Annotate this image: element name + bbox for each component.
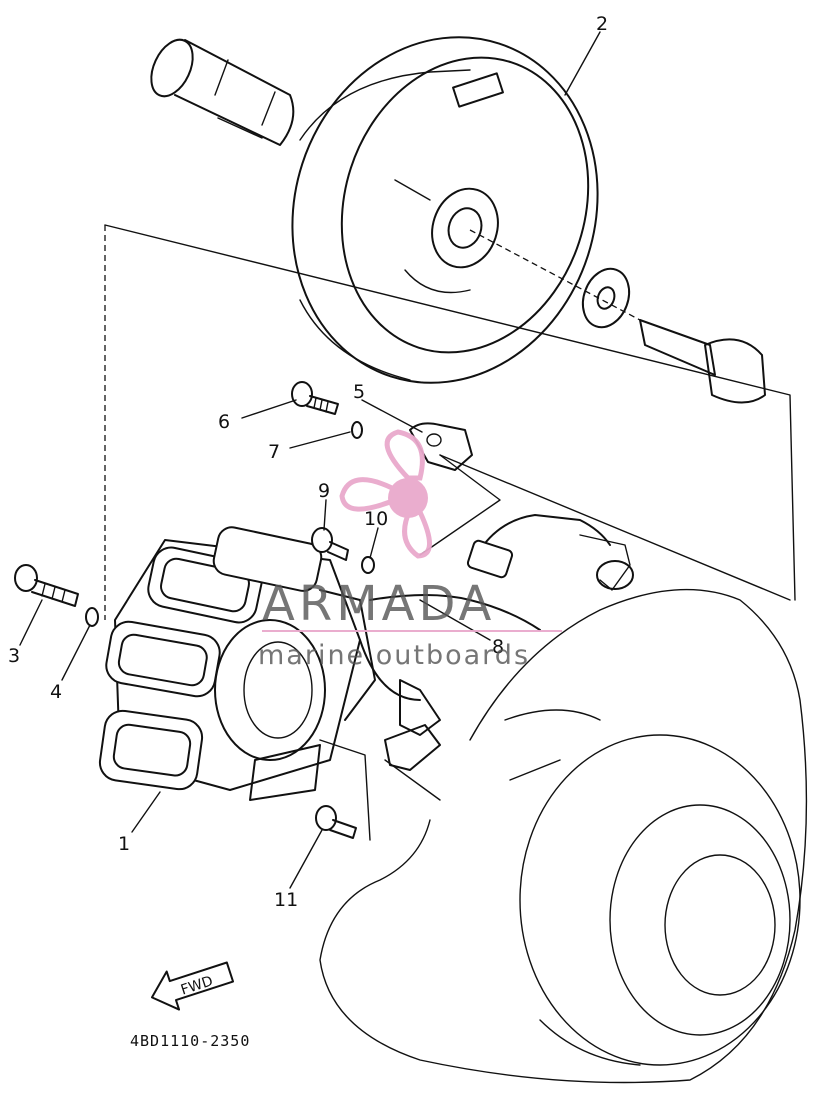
- screw-3: [14, 564, 79, 607]
- drawing-code: 4BD1110-2350: [130, 1032, 250, 1050]
- washer-7: [351, 421, 363, 439]
- watermark-tagline: marine outboards: [258, 640, 530, 671]
- callout-6: 6: [218, 411, 230, 433]
- screws-and-washers: [14, 381, 375, 839]
- forward-arrow: FWD: [150, 961, 235, 1011]
- callout-10: 10: [364, 508, 388, 530]
- leader-lines: [19, 31, 601, 889]
- stator-coil-assembly: [98, 526, 376, 801]
- callout-labels: 2 6 7 5 9 10 3 4 8 1 11: [8, 13, 608, 911]
- callout-11: 11: [274, 889, 298, 911]
- callout-2: 2: [596, 13, 608, 35]
- crankcase-cover: [319, 588, 808, 1084]
- rotor-flywheel: [291, 36, 599, 384]
- screw-11: [315, 805, 357, 839]
- watermark-rule: [262, 630, 562, 632]
- pickup-coil-and-wiring: [319, 422, 634, 841]
- callout-5: 5: [353, 381, 365, 403]
- washer-10: [361, 556, 375, 574]
- shaft-sleeve: [150, 38, 295, 146]
- propeller-logo-icon: [339, 429, 432, 559]
- screw-6: [291, 381, 339, 415]
- screw-9: [311, 527, 349, 561]
- axis-line: [469, 229, 641, 321]
- callout-3: 3: [8, 645, 20, 667]
- callout-9: 9: [318, 480, 330, 502]
- assembly-bracket-lines: [104, 224, 796, 620]
- callout-1: 1: [118, 833, 130, 855]
- callout-4: 4: [50, 681, 62, 703]
- watermark-brand: ARMADA: [262, 576, 495, 632]
- armada-watermark: ARMADA marine outboards: [258, 429, 562, 671]
- callout-8: 8: [492, 636, 504, 658]
- washer-4: [85, 607, 99, 627]
- callout-7: 7: [268, 441, 280, 463]
